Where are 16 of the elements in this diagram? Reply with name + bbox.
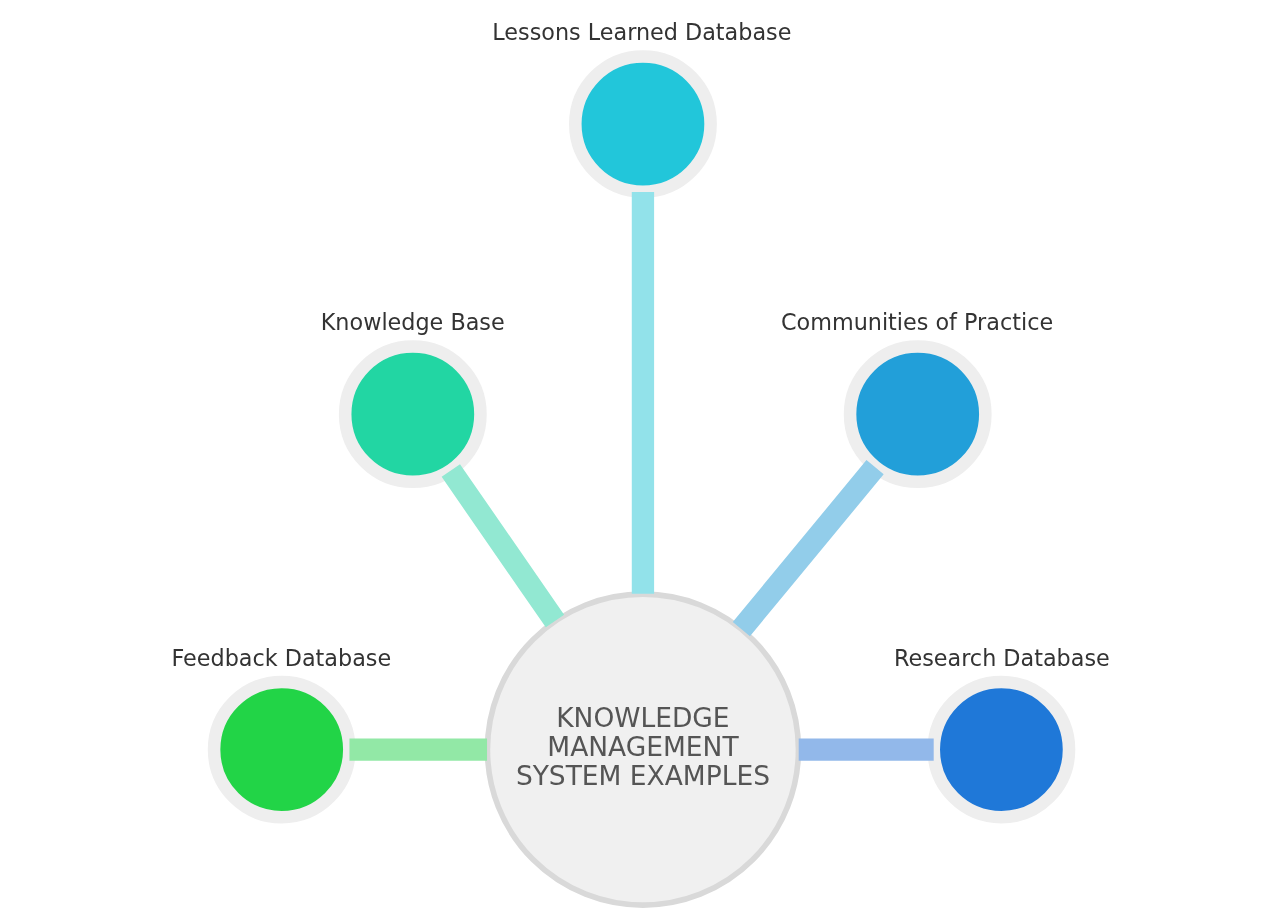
connector: [441, 464, 564, 628]
node-label: Feedback Database: [171, 644, 391, 671]
connector: [631, 192, 654, 594]
node-circle: [568, 50, 717, 198]
node-circle: [843, 340, 992, 489]
node-label: Knowledge Base: [320, 309, 505, 336]
node-circle: KNOWLEDGE MANAGEMENT SYSTEM EXAMPLES: [484, 591, 801, 908]
node-label: Communities of Practice: [780, 309, 1053, 336]
node-circle: [207, 675, 356, 824]
node-circle: [926, 675, 1075, 824]
connector: [798, 738, 934, 761]
node-circle: [338, 340, 487, 489]
connector: [348, 738, 487, 761]
node-label: Research Database: [893, 644, 1110, 671]
node-label: Lessons Learned Database: [491, 19, 791, 46]
connector: [732, 460, 884, 637]
